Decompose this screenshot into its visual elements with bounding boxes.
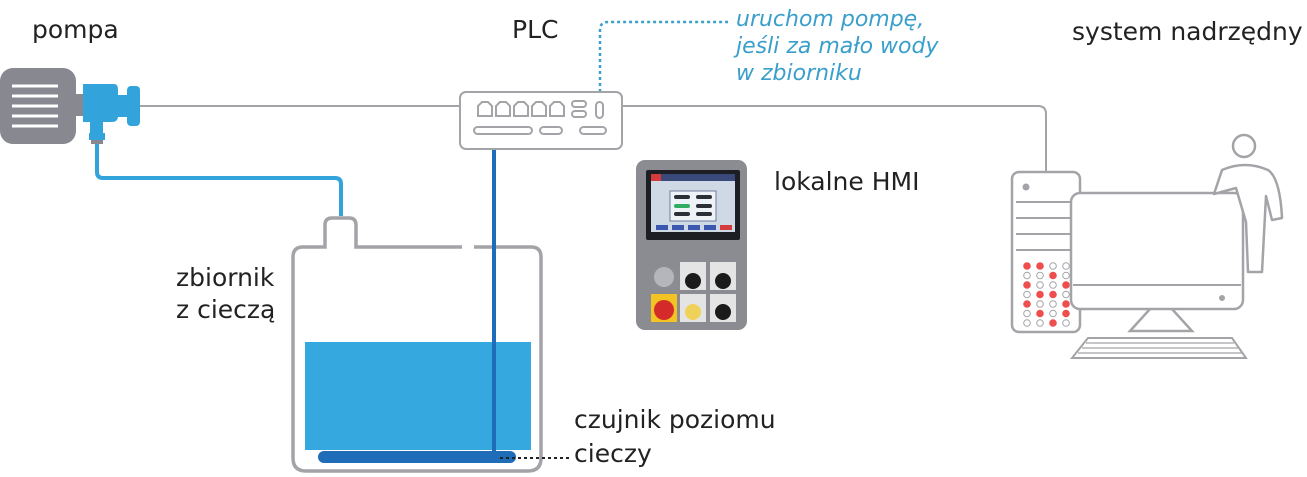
plc-ports bbox=[473, 100, 607, 135]
annotation-line2: jeśli za mało wody bbox=[736, 34, 939, 59]
tower-status-dot bbox=[1023, 309, 1031, 318]
monitor-stand bbox=[1127, 308, 1195, 333]
user-body bbox=[1212, 163, 1284, 274]
pump-label: pompa bbox=[32, 15, 119, 44]
tower-status-dot bbox=[1049, 300, 1057, 308]
keyboard-icon bbox=[1069, 337, 1248, 359]
tower-status-dot bbox=[1049, 319, 1057, 327]
tank-icon bbox=[291, 216, 543, 473]
tower-status-dot bbox=[1036, 281, 1044, 289]
wire-system-drop bbox=[1037, 105, 1047, 172]
monitor-frame bbox=[1069, 191, 1245, 311]
sensor-probe-base bbox=[318, 451, 516, 463]
tower-status-dot bbox=[1062, 290, 1070, 299]
tower-status-dot bbox=[1023, 319, 1031, 327]
tower-status-dot bbox=[1036, 271, 1044, 280]
local-hmi-label: lokalne HMI bbox=[774, 167, 920, 196]
tower-status-dot bbox=[1036, 290, 1044, 299]
tower-status-dot bbox=[1062, 262, 1070, 270]
annotation-line1: uruchom pompę, bbox=[736, 7, 925, 32]
plc-body bbox=[459, 91, 623, 150]
tower-status-dot bbox=[1049, 281, 1057, 289]
tower-status-dot bbox=[1036, 300, 1044, 308]
user-icon bbox=[1212, 133, 1284, 274]
sensor-label-line1: czujnik poziomu bbox=[574, 405, 776, 434]
hmi-selector-2 bbox=[715, 273, 731, 289]
tower-status-dot bbox=[1062, 309, 1070, 318]
tower-status-dot bbox=[1036, 309, 1044, 318]
tower-status-dot bbox=[1062, 300, 1070, 308]
monitor-icon bbox=[1069, 191, 1245, 333]
tower-status-dot bbox=[1023, 281, 1031, 289]
network-wiring bbox=[140, 105, 1047, 172]
tower-status-dot bbox=[1023, 262, 1031, 270]
tower-status-dot bbox=[1062, 281, 1070, 289]
pump-outlet-flange bbox=[127, 86, 140, 126]
tower-status-dot bbox=[1023, 271, 1031, 280]
pump-icon bbox=[0, 68, 140, 144]
pump-housing bbox=[83, 84, 118, 133]
supply-pipe bbox=[95, 144, 343, 216]
tank-water bbox=[305, 342, 531, 450]
tower-status-grid bbox=[1023, 262, 1070, 327]
annotation-line3: w zbiorniku bbox=[736, 61, 862, 86]
hmi-selector-1 bbox=[685, 273, 701, 289]
tank-label-line1: zbiornik bbox=[176, 263, 275, 292]
sensor-label-line2: cieczy bbox=[574, 439, 652, 468]
tower-status-dot bbox=[1036, 319, 1044, 327]
pump-motor-fins bbox=[12, 84, 58, 128]
tower-status-dot bbox=[1049, 271, 1057, 280]
tower-status-dot bbox=[1049, 290, 1057, 299]
tower-status-dot bbox=[1036, 262, 1044, 270]
hmi-selector-3 bbox=[715, 304, 731, 320]
hmi-panel-icon bbox=[636, 160, 747, 330]
tank-label-line2: z cieczą bbox=[176, 295, 276, 324]
tower-status-dot bbox=[1049, 309, 1057, 318]
computer-tower-icon bbox=[1010, 170, 1082, 334]
hmi-button-gray bbox=[654, 267, 674, 287]
tower-status-dot bbox=[1062, 319, 1070, 327]
supervisory-system-label: system nadrzędny bbox=[1072, 17, 1303, 46]
tower-status-dot bbox=[1049, 262, 1057, 270]
tower-status-dot bbox=[1062, 271, 1070, 280]
plc-label: PLC bbox=[512, 15, 559, 44]
tower-status-dot bbox=[1023, 300, 1031, 308]
plc-icon bbox=[459, 91, 623, 150]
tower-status-dot bbox=[1023, 290, 1031, 299]
hmi-emergency-stop bbox=[654, 300, 674, 320]
hmi-indicator-yellow bbox=[685, 304, 701, 320]
tank-outline bbox=[291, 216, 543, 473]
user-head bbox=[1231, 133, 1257, 159]
annotation-leader-line bbox=[598, 20, 728, 92]
